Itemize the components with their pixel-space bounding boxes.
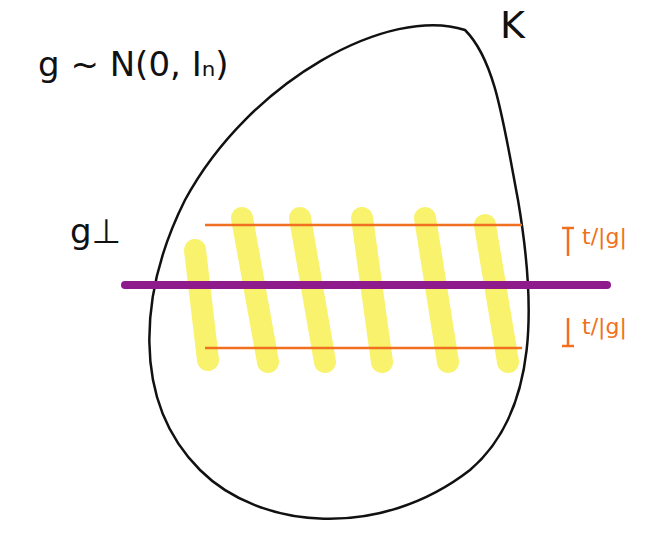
hatching — [195, 218, 508, 362]
width-marks — [562, 228, 574, 346]
convex-body — [149, 25, 528, 519]
upper-slab-line — [205, 224, 522, 227]
hyperplane-label: g⊥ — [70, 212, 121, 251]
width-bracket — [562, 318, 574, 346]
hatch-stroke — [242, 218, 268, 362]
width-label: t/|g| — [582, 224, 627, 249]
distribution-label: g ~ N(0, Iₙ) — [38, 45, 228, 84]
width-label: t/|g| — [582, 314, 627, 339]
hatch-stroke — [300, 218, 325, 362]
hatch-stroke — [195, 250, 208, 360]
hatch-stroke — [425, 218, 448, 362]
hatch-stroke — [485, 225, 508, 362]
lower-slab-line — [205, 347, 522, 350]
body-label: K — [500, 4, 525, 48]
width-bracket — [562, 228, 574, 256]
hatch-stroke — [362, 218, 382, 362]
hyperplane-line — [125, 281, 607, 289]
